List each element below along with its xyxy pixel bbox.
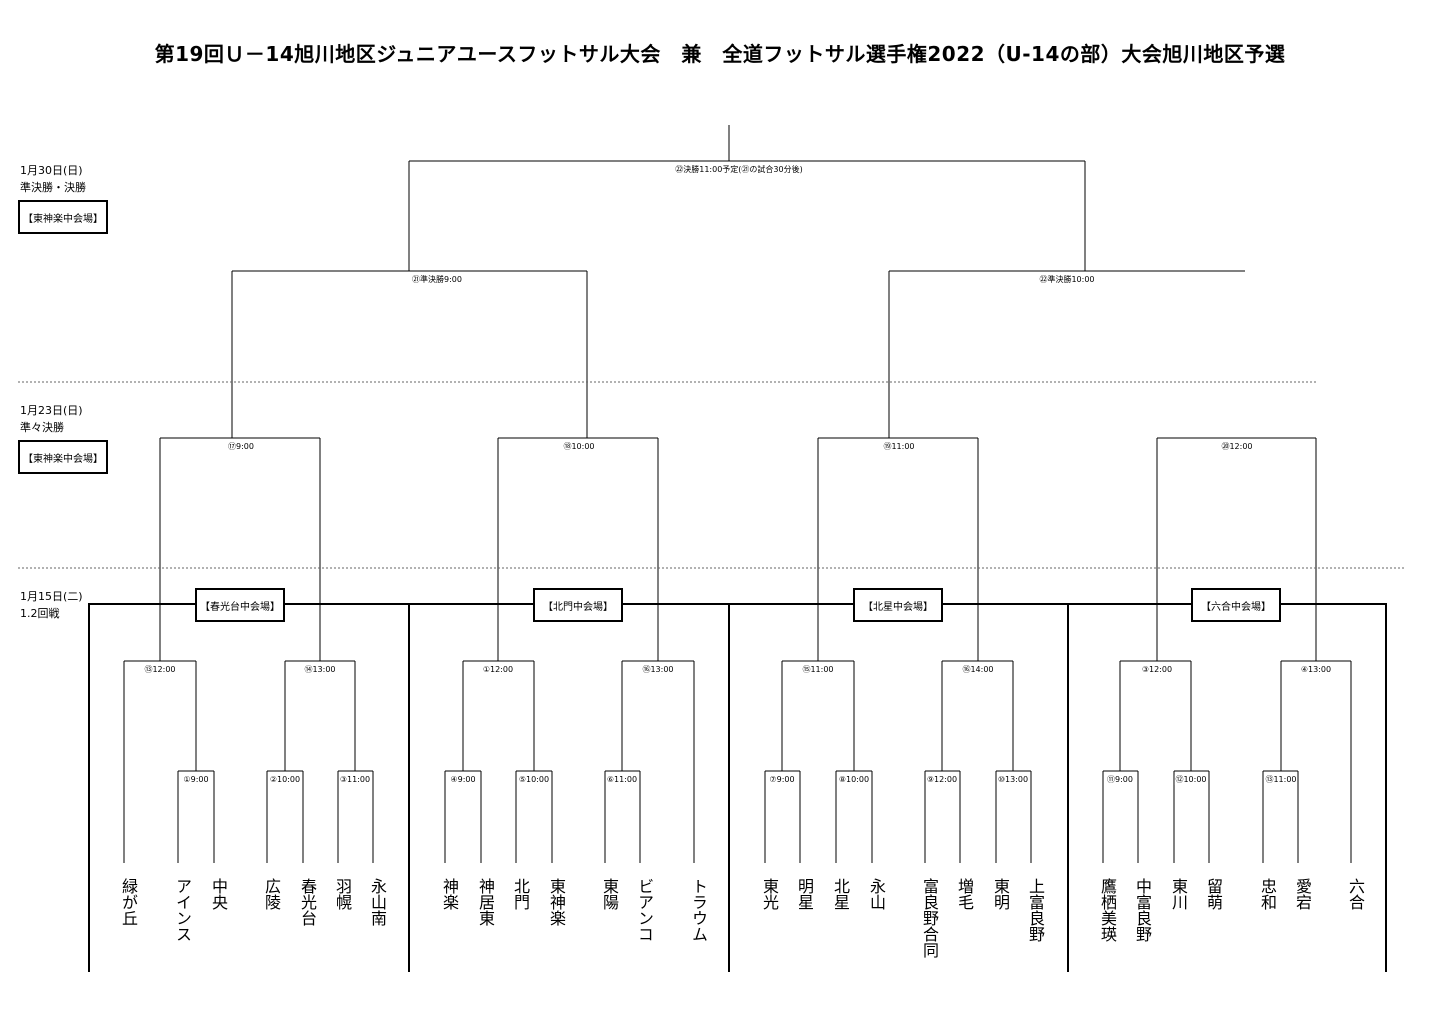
- team-name: 北門: [511, 878, 530, 910]
- match-time-r2: ①12:00: [481, 665, 515, 675]
- match-time-r1: ⑪9:00: [1106, 775, 1134, 785]
- team-name: 東神楽: [547, 878, 566, 926]
- team-name: 北星: [831, 878, 850, 910]
- team-name: 永山: [867, 878, 886, 910]
- match-time-r2: ⑯14:00: [961, 665, 995, 675]
- match-time-r1: ⑥11:00: [605, 775, 639, 785]
- team-name: 神楽: [440, 878, 459, 910]
- team-name: 富良野合同: [920, 878, 939, 958]
- team-name: 東明: [991, 878, 1010, 910]
- match-time-r1: ⑦9:00: [768, 775, 796, 785]
- team-name: 羽幌: [333, 878, 352, 910]
- team-name: アインス: [173, 878, 192, 942]
- match-time-qf1: ⑰9:00: [227, 442, 255, 452]
- team-name: 中央: [209, 878, 228, 910]
- match-time-r2: ⑯13:00: [641, 665, 675, 675]
- match-time-qf2: ⑱10:00: [562, 442, 596, 452]
- venue-box-qf: 【東神楽中会場】: [18, 440, 108, 474]
- team-name: 明星: [795, 878, 814, 910]
- match-time-sf1: ㉑準決勝9:00: [411, 275, 463, 285]
- date-label-r1: 1月15日(二): [20, 590, 83, 603]
- team-name: 神居東: [476, 878, 495, 926]
- match-time-r1: ⑩13:00: [996, 775, 1030, 785]
- match-time-r2: ⑮11:00: [801, 665, 835, 675]
- match-time-r1: ③11:00: [338, 775, 372, 785]
- team-name: 留萌: [1204, 878, 1223, 910]
- match-time-r2: ③12:00: [1140, 665, 1174, 675]
- date-label-final: 1月30日(日): [20, 164, 83, 177]
- match-time-r2: ⑬12:00: [143, 665, 177, 675]
- stage-label-r1: 1.2回戦: [20, 607, 60, 620]
- match-time-r1: ②10:00: [268, 775, 302, 785]
- team-name: 忠和: [1258, 878, 1277, 910]
- venue-box-hokumon: 【北門中会場】: [533, 588, 623, 622]
- date-label-qf: 1月23日(日): [20, 404, 83, 417]
- team-name: ビアンコ: [635, 878, 654, 942]
- team-name: 中富良野: [1133, 878, 1152, 942]
- stage-label-qf: 準々決勝: [20, 421, 64, 434]
- team-name: トラウム: [689, 878, 708, 942]
- team-name: 永山南: [368, 878, 387, 926]
- match-time-r1: ⑧10:00: [837, 775, 871, 785]
- team-name: 緑が丘: [119, 878, 138, 926]
- match-time-r2: ⑭13:00: [303, 665, 337, 675]
- match-time-r1: ①9:00: [182, 775, 210, 785]
- team-name: 東陽: [600, 878, 619, 910]
- venue-box-rokugo: 【六合中会場】: [1191, 588, 1281, 622]
- match-time-sf2: ㉒準決勝10:00: [1038, 275, 1096, 285]
- match-time-qf3: ⑲11:00: [882, 442, 916, 452]
- page-title: 第19回Ｕ－14旭川地区ジュニアユースフットサル大会 兼 全道フットサル選手権2…: [154, 42, 1286, 66]
- match-time-final: ㉒決勝11:00予定(㉑の試合30分後): [674, 165, 804, 175]
- match-time-r1: ④9:00: [449, 775, 477, 785]
- team-name: 増毛: [955, 878, 974, 910]
- team-name: 春光台: [298, 878, 317, 926]
- team-name: 鷹栖美瑛: [1098, 878, 1117, 942]
- venue-box-final: 【東神楽中会場】: [18, 200, 108, 234]
- match-time-r1: ⑬11:00: [1264, 775, 1298, 785]
- venue-box-shunkodai: 【春光台中会場】: [195, 588, 285, 622]
- match-time-r1: ⑫10:00: [1174, 775, 1208, 785]
- team-name: 広陵: [262, 878, 281, 910]
- team-name: 六合: [1346, 878, 1365, 910]
- team-name: 東光: [760, 878, 779, 910]
- team-name: 愛宕: [1293, 878, 1312, 910]
- stage-label-final: 準決勝・決勝: [20, 181, 86, 194]
- match-time-r1: ⑨12:00: [925, 775, 959, 785]
- team-name: 上富良野: [1026, 878, 1045, 942]
- team-name: 東川: [1169, 878, 1188, 910]
- venue-box-hokusei: 【北星中会場】: [853, 588, 943, 622]
- match-time-r2: ④13:00: [1299, 665, 1333, 675]
- match-time-r1: ⑤10:00: [517, 775, 551, 785]
- match-time-qf4: ⑳12:00: [1220, 442, 1254, 452]
